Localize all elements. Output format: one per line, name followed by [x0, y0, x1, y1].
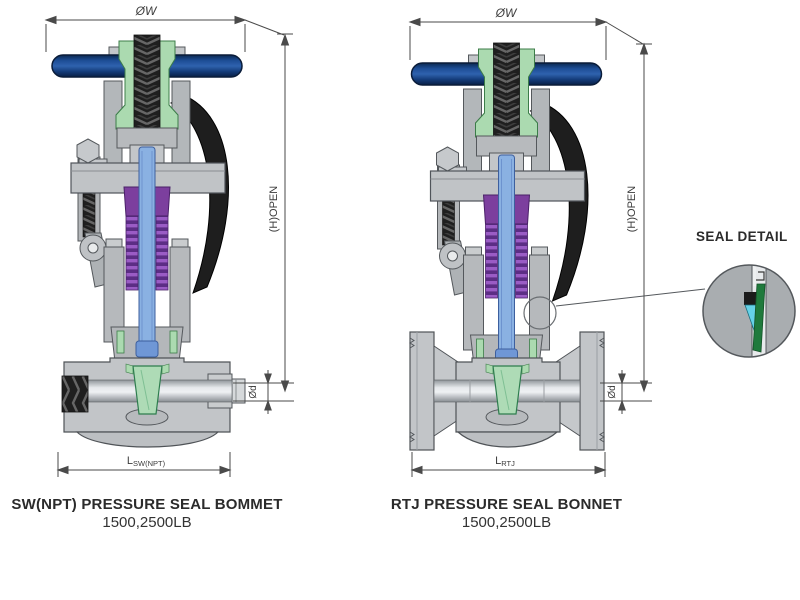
bore-dim-label-right: Ød: [607, 385, 618, 398]
seal-detail-circle: [702, 264, 796, 358]
body-skirt: [75, 431, 220, 448]
left-valve-rating: 1500,2500LB: [102, 514, 192, 531]
npt-threaded-port: [61, 375, 89, 413]
right-valve: [409, 42, 605, 451]
height-dim-label-left: (H)OPEN: [268, 186, 280, 233]
flange-left: [409, 331, 435, 451]
flange-right: [579, 331, 605, 451]
right-valve-title: RTJ PRESSURE SEAL BONNET: [390, 496, 623, 513]
left-valve-body: [61, 357, 246, 448]
length-dim-label-right: LRTJ: [495, 455, 515, 468]
seal-detail-view: [555, 264, 796, 358]
right-valve-caption: RTJ PRESSURE SEAL BONNET 1500,2500LB: [380, 496, 633, 531]
right-valve-rating: 1500,2500LB: [461, 514, 552, 531]
right-valve-body: [409, 331, 605, 451]
wedge-disc: [492, 365, 523, 415]
seal-detail-label: SEAL DETAIL: [696, 229, 788, 244]
left-valve-caption: SW(NPT) PRESSURE SEAL BOMMET 1500,2500LB: [0, 496, 294, 531]
width-dim-label-left: ØW: [135, 4, 158, 18]
width-dim-label-right: ØW: [495, 6, 518, 20]
dimension-lines: [44, 15, 652, 477]
wedge-disc: [132, 365, 163, 415]
seal-ring-green: [752, 283, 766, 353]
length-dim-label-left: LSW(NPT): [127, 455, 166, 468]
seal-callout-circle: [523, 296, 557, 330]
bore-dim-label-left: Ød: [248, 385, 259, 398]
body-skirt: [456, 431, 559, 448]
leader-line: [555, 288, 706, 307]
left-valve: [51, 34, 246, 448]
left-valve-title: SW(NPT) PRESSURE SEAL BOMMET: [11, 496, 283, 513]
height-dim-label-right: (H)OPEN: [626, 186, 638, 233]
